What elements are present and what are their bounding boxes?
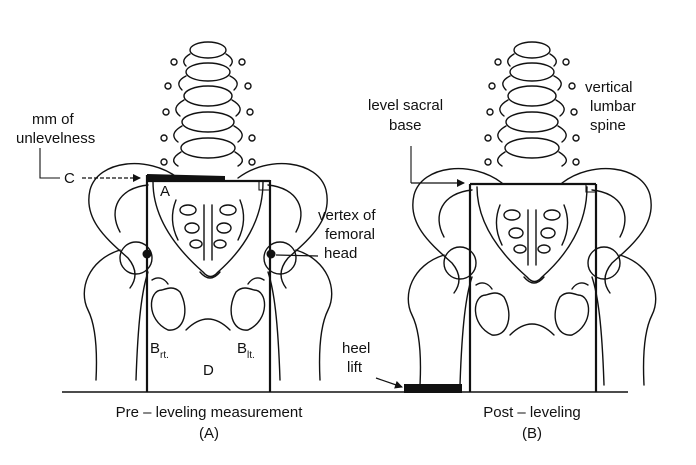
b-rt-label: Brt. [150,340,169,361]
left-panel-id: (A) [199,425,219,442]
vertex-dot-right [142,249,152,259]
d-label: D [203,362,214,379]
right-angle-marker-b [585,184,596,193]
vertex-dot-left [266,249,276,259]
left-panel: mm of unlevelness C A vertex of femoral … [16,41,376,442]
heel-lift-block [404,384,462,393]
a-label: A [160,183,170,200]
unlevelness-bar [147,174,225,182]
right-panel-id: (B) [522,425,542,442]
left-caption: Pre – leveling measurement [116,404,304,421]
b-lt-label: Blt. [237,340,255,361]
lift-label: lift [347,359,363,376]
base-label: base [389,117,422,134]
spine-label: spine [590,117,626,134]
unlevelness-label: unlevelness [16,130,95,147]
head-label: head [324,245,357,262]
unlevelness-leader [39,148,60,179]
vertex-pointer [275,254,319,257]
vertex-of-label: vertex of [318,207,376,224]
level-sacral-label: level sacral [368,97,443,114]
vertical-label: vertical [585,79,633,96]
right-panel: level sacral base vertical lumbar spine … [342,41,657,442]
right-angle-marker [258,181,270,191]
femoral-label: femoral [325,226,375,243]
lumbar-label: lumbar [590,98,636,115]
right-caption: Post – leveling [483,404,581,421]
heel-lift-arrow [375,377,403,389]
c-label: C [64,170,75,187]
pelvis-right [407,167,657,386]
mm-of-label: mm of [32,111,75,128]
lumbar-spine-right [484,41,580,167]
pelvis-left [83,162,333,381]
lumbar-spine-left [160,41,256,167]
heel-label: heel [342,340,370,357]
